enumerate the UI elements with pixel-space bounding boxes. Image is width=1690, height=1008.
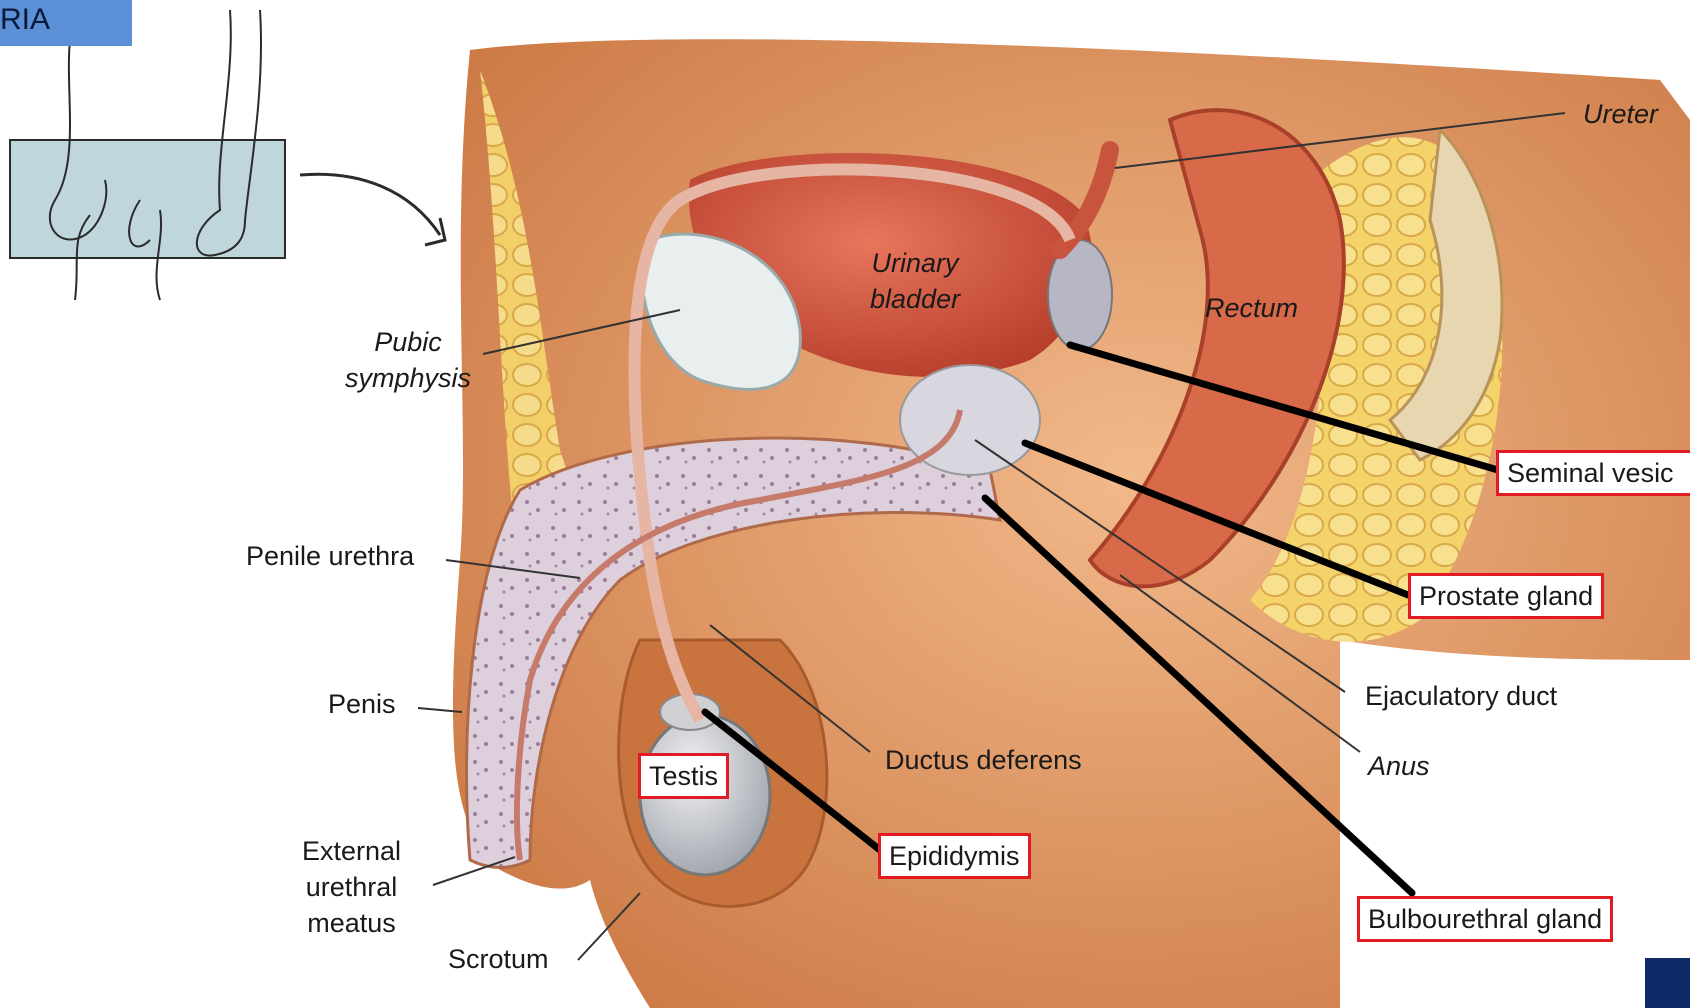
pelvis-body — [453, 39, 1690, 1008]
label-ureter: Ureter — [1583, 97, 1658, 131]
label-rectum: Rectum — [1205, 291, 1298, 325]
label-penile-urethra: Penile urethra — [246, 539, 414, 573]
label-testis: Testis — [638, 753, 729, 799]
corner-accent-square — [1645, 958, 1690, 1008]
label-urinary-bladder: Urinary bladder — [870, 245, 960, 317]
label-anus: Anus — [1368, 749, 1430, 783]
section-plane — [10, 140, 285, 258]
label-epididymis: Epididymis — [878, 833, 1031, 879]
corner-tab: RIA — [0, 0, 132, 46]
label-external-urethral-meatus: External urethral meatus — [302, 833, 401, 941]
label-seminal-vesicle: Seminal vesic — [1496, 450, 1690, 496]
leg-orientation-sketch — [10, 10, 445, 300]
label-scrotum: Scrotum — [448, 942, 549, 976]
label-prostate-gland: Prostate gland — [1408, 573, 1604, 619]
label-ductus-deferens: Ductus deferens — [885, 743, 1082, 777]
corner-tab-label: RIA — [0, 3, 50, 36]
label-penis: Penis — [328, 687, 396, 721]
label-bulbourethral-gland: Bulbourethral gland — [1357, 896, 1613, 942]
label-ejaculatory-duct: Ejaculatory duct — [1365, 679, 1557, 713]
label-pubic-symphysis: Pubic symphysis — [345, 324, 471, 396]
